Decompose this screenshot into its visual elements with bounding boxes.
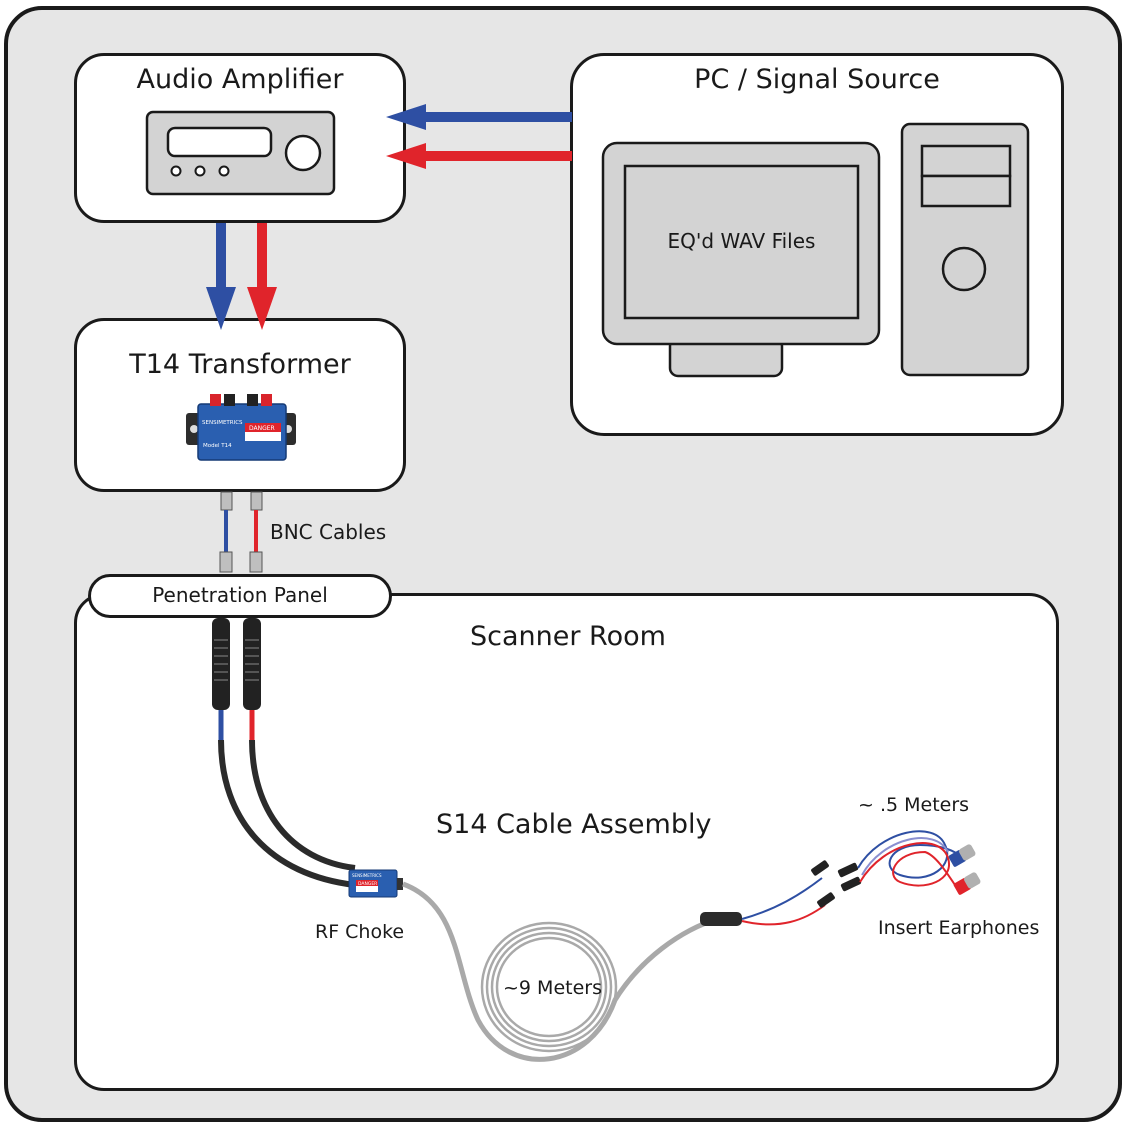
rf-choke-brand-text: SENSIMETRICS: [352, 873, 382, 878]
scanner-room-box: [74, 593, 1059, 1091]
scanner-room-title: Scanner Room: [470, 621, 666, 652]
rf-choke-warning-text: DANGER: [358, 881, 377, 887]
earphone-tips: [948, 844, 981, 895]
rf-choke-icon: SENSIMETRICS DANGER: [348, 869, 403, 898]
cable-assembly-label: S14 Cable Assembly: [436, 809, 712, 840]
split-wire-red: [741, 904, 826, 926]
penetration-panel: [88, 574, 392, 618]
dark-cable-red-lead: [249, 739, 356, 871]
penetration-panel-label: Penetration Panel: [152, 583, 328, 607]
pc-tower-icon: [900, 122, 1030, 377]
amplifier-device-icon: [145, 110, 336, 196]
amplifier-title: Audio Amplifier: [136, 64, 344, 95]
t14-warning-text: DANGER: [249, 425, 275, 432]
transformer-title: T14 Transformer: [129, 349, 351, 380]
rf-choke-label: RF Choke: [315, 921, 405, 943]
coil-icon: [480, 921, 618, 1053]
dark-cable-blue-lead: [218, 739, 356, 888]
t14-device-icon: SENSIMETRICS DANGER Model T14: [186, 394, 296, 461]
bnc-cables: [219, 491, 263, 573]
bnc-cables-label: BNC Cables: [270, 520, 387, 544]
panel-connectors: [212, 618, 261, 740]
pc-to-amplifier-arrows: [386, 104, 572, 169]
t14-model-text: Model T14: [203, 443, 232, 449]
coil-length-label: ~9 Meters: [503, 977, 602, 999]
split-connector: [700, 912, 742, 926]
short-length-label: ~ .5 Meters: [858, 794, 970, 816]
gray-cable: [402, 881, 721, 1062]
earphone-tubes: [857, 830, 963, 887]
monitor-icon: [601, 141, 881, 378]
earphones-label: Insert Earphones: [878, 917, 1040, 939]
amplifier-to-transformer-arrows: [206, 223, 277, 330]
mini-connectors: [811, 860, 862, 908]
t14-brand-text: SENSIMETRICS: [202, 420, 243, 426]
split-wire-blue: [741, 877, 823, 920]
screen-text: EQ'd WAV Files: [667, 229, 816, 253]
pc-title: PC / Signal Source: [694, 64, 940, 95]
